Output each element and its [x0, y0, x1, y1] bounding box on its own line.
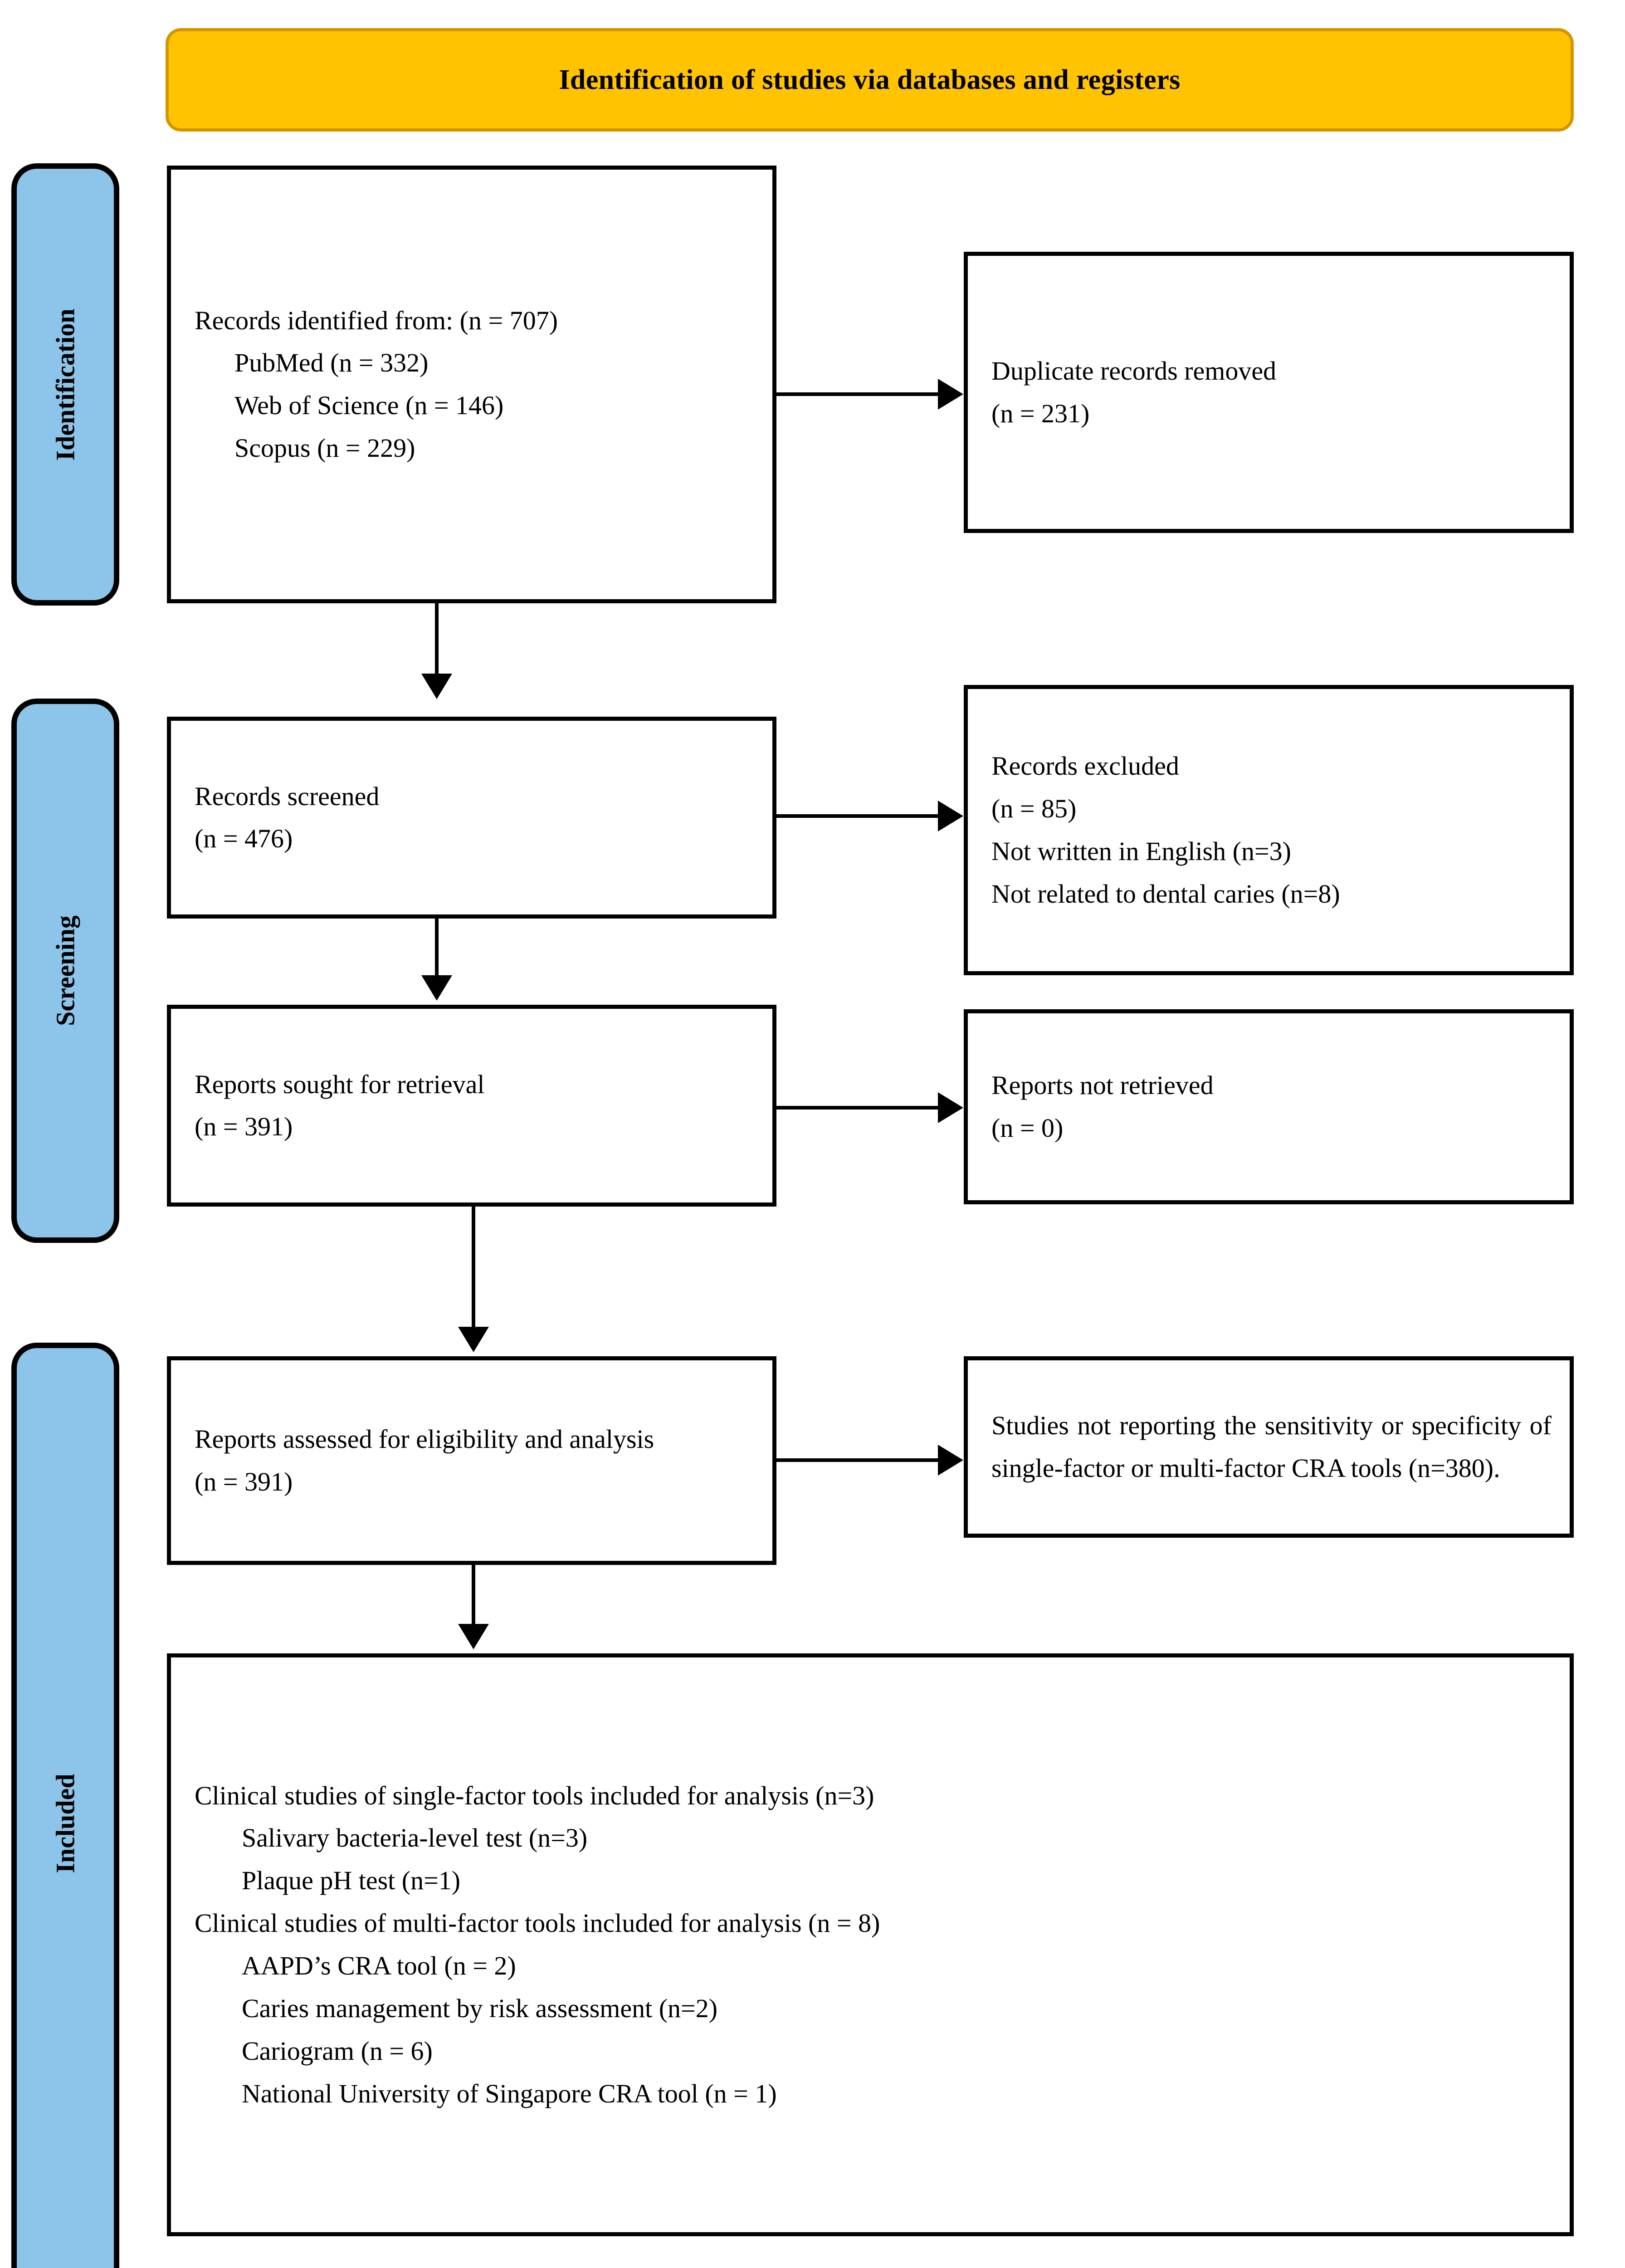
connector-sought-to-not-retrieved — [776, 1106, 940, 1110]
records-excluded-line-0: Records excluded — [991, 751, 1179, 781]
box-records-excluded-content: Records excluded (n = 85) Not written in… — [991, 745, 1552, 915]
box-included-studies: Clinical studies of single-factor tools … — [167, 1653, 1574, 2236]
stage-tab-screening: Screening — [11, 699, 119, 1243]
box-reports-sought-content: Reports sought for retrieval (n = 391) — [195, 1063, 754, 1149]
connector-screened-to-excluded — [776, 814, 940, 818]
connector-sought-to-assessed — [472, 1207, 475, 1336]
box-reports-not-retrieved-content: Reports not retrieved (n = 0) — [991, 1064, 1552, 1149]
included-line-6: Cariogram (n = 6) — [242, 2036, 433, 2066]
included-line-0: Clinical studies of single-factor tools … — [195, 1780, 874, 1810]
records-screened-line-1: (n = 476) — [195, 824, 293, 854]
box-studies-not-reporting-content: Studies not reporting the sensitivity or… — [991, 1404, 1552, 1490]
reports-not-retrieved-line-0: Reports not retrieved — [991, 1070, 1214, 1100]
records-identified-line-0: Records identified from: (n = 707) — [195, 305, 558, 335]
included-line-4: AAPD’s CRA tool (n = 2) — [242, 1951, 516, 1981]
duplicates-removed-line-1: (n = 231) — [991, 399, 1090, 428]
arrowhead-assessed-to-not-reporting — [938, 1445, 963, 1476]
connector-identified-to-duplicates — [776, 392, 940, 396]
duplicates-removed-line-0: Duplicate records removed — [991, 356, 1277, 386]
box-records-identified-content: Records identified from: (n = 707) PubMe… — [195, 299, 754, 470]
stage-tab-identification: Identification — [11, 163, 119, 606]
diagram-banner: Identification of studies via databases … — [166, 28, 1574, 132]
included-line-5: Caries management by risk assessment (n=… — [242, 1994, 718, 2024]
box-reports-sought: Reports sought for retrieval (n = 391) — [167, 1005, 776, 1207]
box-reports-not-retrieved: Reports not retrieved (n = 0) — [964, 1009, 1574, 1204]
box-reports-assessed: Reports assessed for eligibility and ana… — [167, 1356, 776, 1565]
banner-title: Identification of studies via databases … — [559, 64, 1181, 95]
reports-assessed-count: (n = 391) — [195, 1467, 293, 1496]
records-excluded-line-1: (n = 85) — [991, 794, 1077, 824]
included-line-1: Salivary bacteria-level test (n=3) — [242, 1823, 588, 1853]
studies-not-reporting-paragraph: Studies not reporting the sensitivity or… — [991, 1411, 1552, 1483]
box-records-screened: Records screened (n = 476) — [167, 717, 776, 919]
box-duplicate-records-removed: Duplicate records removed (n = 231) — [964, 252, 1574, 533]
box-studies-not-reporting: Studies not reporting the sensitivity or… — [964, 1356, 1574, 1538]
records-screened-line-0: Records screened — [195, 781, 380, 811]
reports-sought-line-1: (n = 391) — [195, 1112, 293, 1142]
arrowhead-identified-to-screened — [421, 674, 452, 699]
stage-label-screening: Screening — [50, 915, 80, 1026]
box-duplicate-records-removed-content: Duplicate records removed (n = 231) — [991, 350, 1552, 435]
arrowhead-sought-to-assessed — [458, 1327, 489, 1352]
connector-screened-to-sought — [435, 919, 439, 984]
box-included-studies-content: Clinical studies of single-factor tools … — [195, 1774, 1552, 2116]
records-identified-line-3: Scopus (n = 229) — [234, 433, 415, 463]
arrowhead-sought-to-not-retrieved — [938, 1092, 963, 1123]
included-line-7: National University of Singapore CRA too… — [242, 2079, 777, 2109]
reports-not-retrieved-line-1: (n = 0) — [991, 1113, 1064, 1143]
reports-sought-line-0: Reports sought for retrieval — [195, 1069, 485, 1099]
stage-label-included: Included — [50, 1774, 80, 1873]
records-identified-line-2: Web of Science (n = 146) — [234, 391, 504, 420]
reports-assessed-paragraph: Reports assessed for eligibility and ana… — [195, 1424, 654, 1454]
arrowhead-screened-to-sought — [421, 975, 452, 1001]
connector-assessed-to-not-reporting — [776, 1458, 940, 1462]
box-records-excluded: Records excluded (n = 85) Not written in… — [964, 685, 1574, 975]
records-identified-line-1: PubMed (n = 332) — [234, 348, 429, 378]
box-records-screened-content: Records screened (n = 476) — [195, 775, 754, 860]
stage-tab-included: Included — [11, 1343, 119, 2268]
arrowhead-screened-to-excluded — [938, 801, 963, 831]
records-excluded-line-2: Not written in English (n=3) — [991, 836, 1291, 866]
arrowhead-identified-to-duplicates — [938, 379, 963, 410]
included-line-3: Clinical studies of multi-factor tools i… — [195, 1908, 880, 1938]
connector-assessed-to-included — [472, 1565, 475, 1631]
box-records-identified: Records identified from: (n = 707) PubMe… — [167, 166, 776, 603]
box-reports-assessed-content: Reports assessed for eligibility and ana… — [195, 1418, 754, 1503]
connector-identified-to-screened — [435, 603, 439, 683]
arrowhead-assessed-to-included — [458, 1624, 489, 1649]
records-excluded-line-3: Not related to dental caries (n=8) — [991, 879, 1340, 909]
stage-label-identification: Identification — [50, 308, 80, 461]
included-line-2: Plaque pH test (n=1) — [242, 1866, 461, 1896]
